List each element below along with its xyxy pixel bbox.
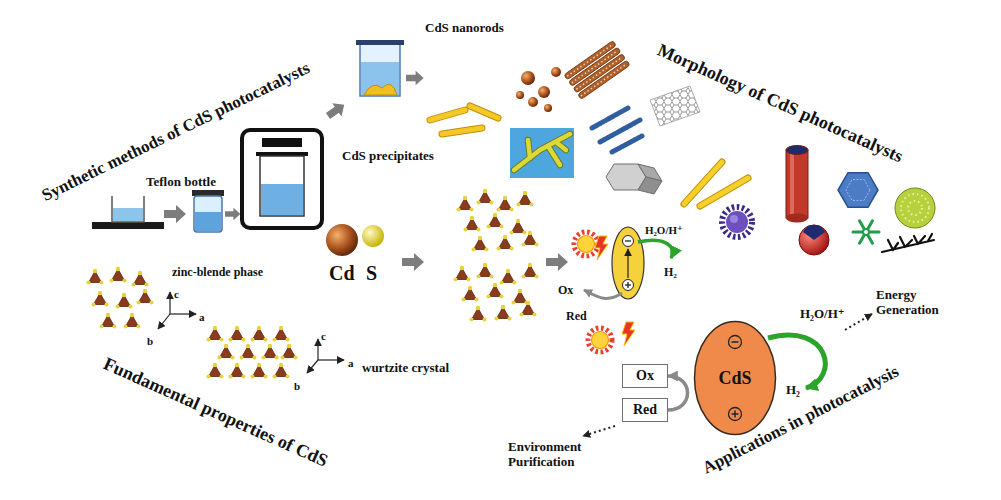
label-holder: a: [348, 353, 354, 371]
text-label: wurtzite crystal: [362, 361, 449, 376]
text-label: zinc-blende phase: [172, 266, 263, 280]
label-holder: H₂: [786, 380, 800, 398]
text-label: CdS precipitates: [342, 149, 434, 164]
label-holder: Ox: [558, 280, 573, 298]
text-label: S: [366, 262, 377, 285]
label-holder: CdS nanorods: [425, 18, 504, 36]
label-holder: b: [294, 376, 300, 394]
quadrant-shape: [0, 258, 505, 500]
species-text: Ox: [636, 368, 654, 384]
cds-particle: CdS: [693, 320, 777, 436]
quadrant-heading: Morphology of CdS photocatalysts: [654, 39, 906, 166]
text-label: c: [321, 330, 326, 343]
text-label: Ox: [558, 284, 573, 298]
label-holder: Energy Generation: [876, 288, 956, 318]
species-text: Red: [633, 402, 657, 418]
species-box: Red: [622, 398, 668, 422]
text-label: H₂: [664, 266, 677, 280]
quadrant-panel: Morphology of CdS photocatalysts: [505, 0, 1001, 258]
label-holder: Environment Purification: [508, 440, 600, 470]
text-label: CdS nanorods: [425, 21, 504, 36]
label-holder: Teflon bottle: [146, 172, 216, 190]
label-holder: c: [321, 326, 326, 344]
text-label: Environment Purification: [508, 440, 600, 470]
text-label: a: [199, 311, 205, 324]
text-label: Cd: [329, 262, 355, 285]
heading-holder: Morphology of CdS photocatalysts: [647, 93, 914, 114]
text-label: b: [147, 335, 153, 348]
quadrant-shape: [0, 0, 505, 258]
label-holder: CdS precipitates: [342, 146, 434, 164]
center-ellipse: [302, 176, 698, 340]
quadrant-panel: Fundamental properties of CdS: [0, 258, 505, 500]
text-label: Energy Generation: [876, 288, 956, 318]
label-holder: H₂O/H⁺: [645, 220, 683, 238]
connector: [668, 376, 688, 410]
heading-holder: Synthetic methods of CdS photocatalysts: [28, 122, 324, 142]
heading-holder: Fundamental properties of CdS: [94, 402, 337, 423]
particle-text: CdS: [718, 368, 751, 389]
text-label: c: [174, 288, 179, 301]
label-holder: b: [147, 331, 153, 349]
label-holder: H₂O/H⁺: [800, 304, 845, 322]
text-label: H₂O/H⁺: [645, 224, 683, 237]
text-label: H₂O/H⁺: [800, 307, 845, 322]
quadrant-shape: [505, 0, 1001, 258]
label-holder: S: [366, 262, 377, 285]
quadrant-heading: Fundamental properties of CdS: [100, 353, 331, 471]
species-box: Ox: [622, 364, 668, 388]
label-holder: a: [199, 307, 205, 325]
quadrant-panel: Synthetic methods of CdS photocatalysts: [0, 0, 505, 258]
label-holder: zinc-blende phase: [172, 262, 263, 280]
quadrant-panel: Applications in photocatalysisOxRedCdS: [505, 258, 1001, 500]
label-holder: H₂: [664, 262, 677, 280]
label-holder: c: [174, 284, 179, 302]
text-label: H₂: [786, 383, 800, 398]
label-holder: Cd: [329, 262, 355, 285]
text-label: a: [348, 357, 354, 370]
label-holder: wurtzite crystal: [362, 358, 449, 376]
text-label: b: [294, 380, 300, 393]
application-illustration: [583, 314, 872, 436]
label-holder: Red: [566, 306, 587, 324]
text-label: Red: [566, 310, 587, 324]
center-illustration: [326, 189, 672, 322]
text-label: Teflon bottle: [146, 175, 216, 190]
